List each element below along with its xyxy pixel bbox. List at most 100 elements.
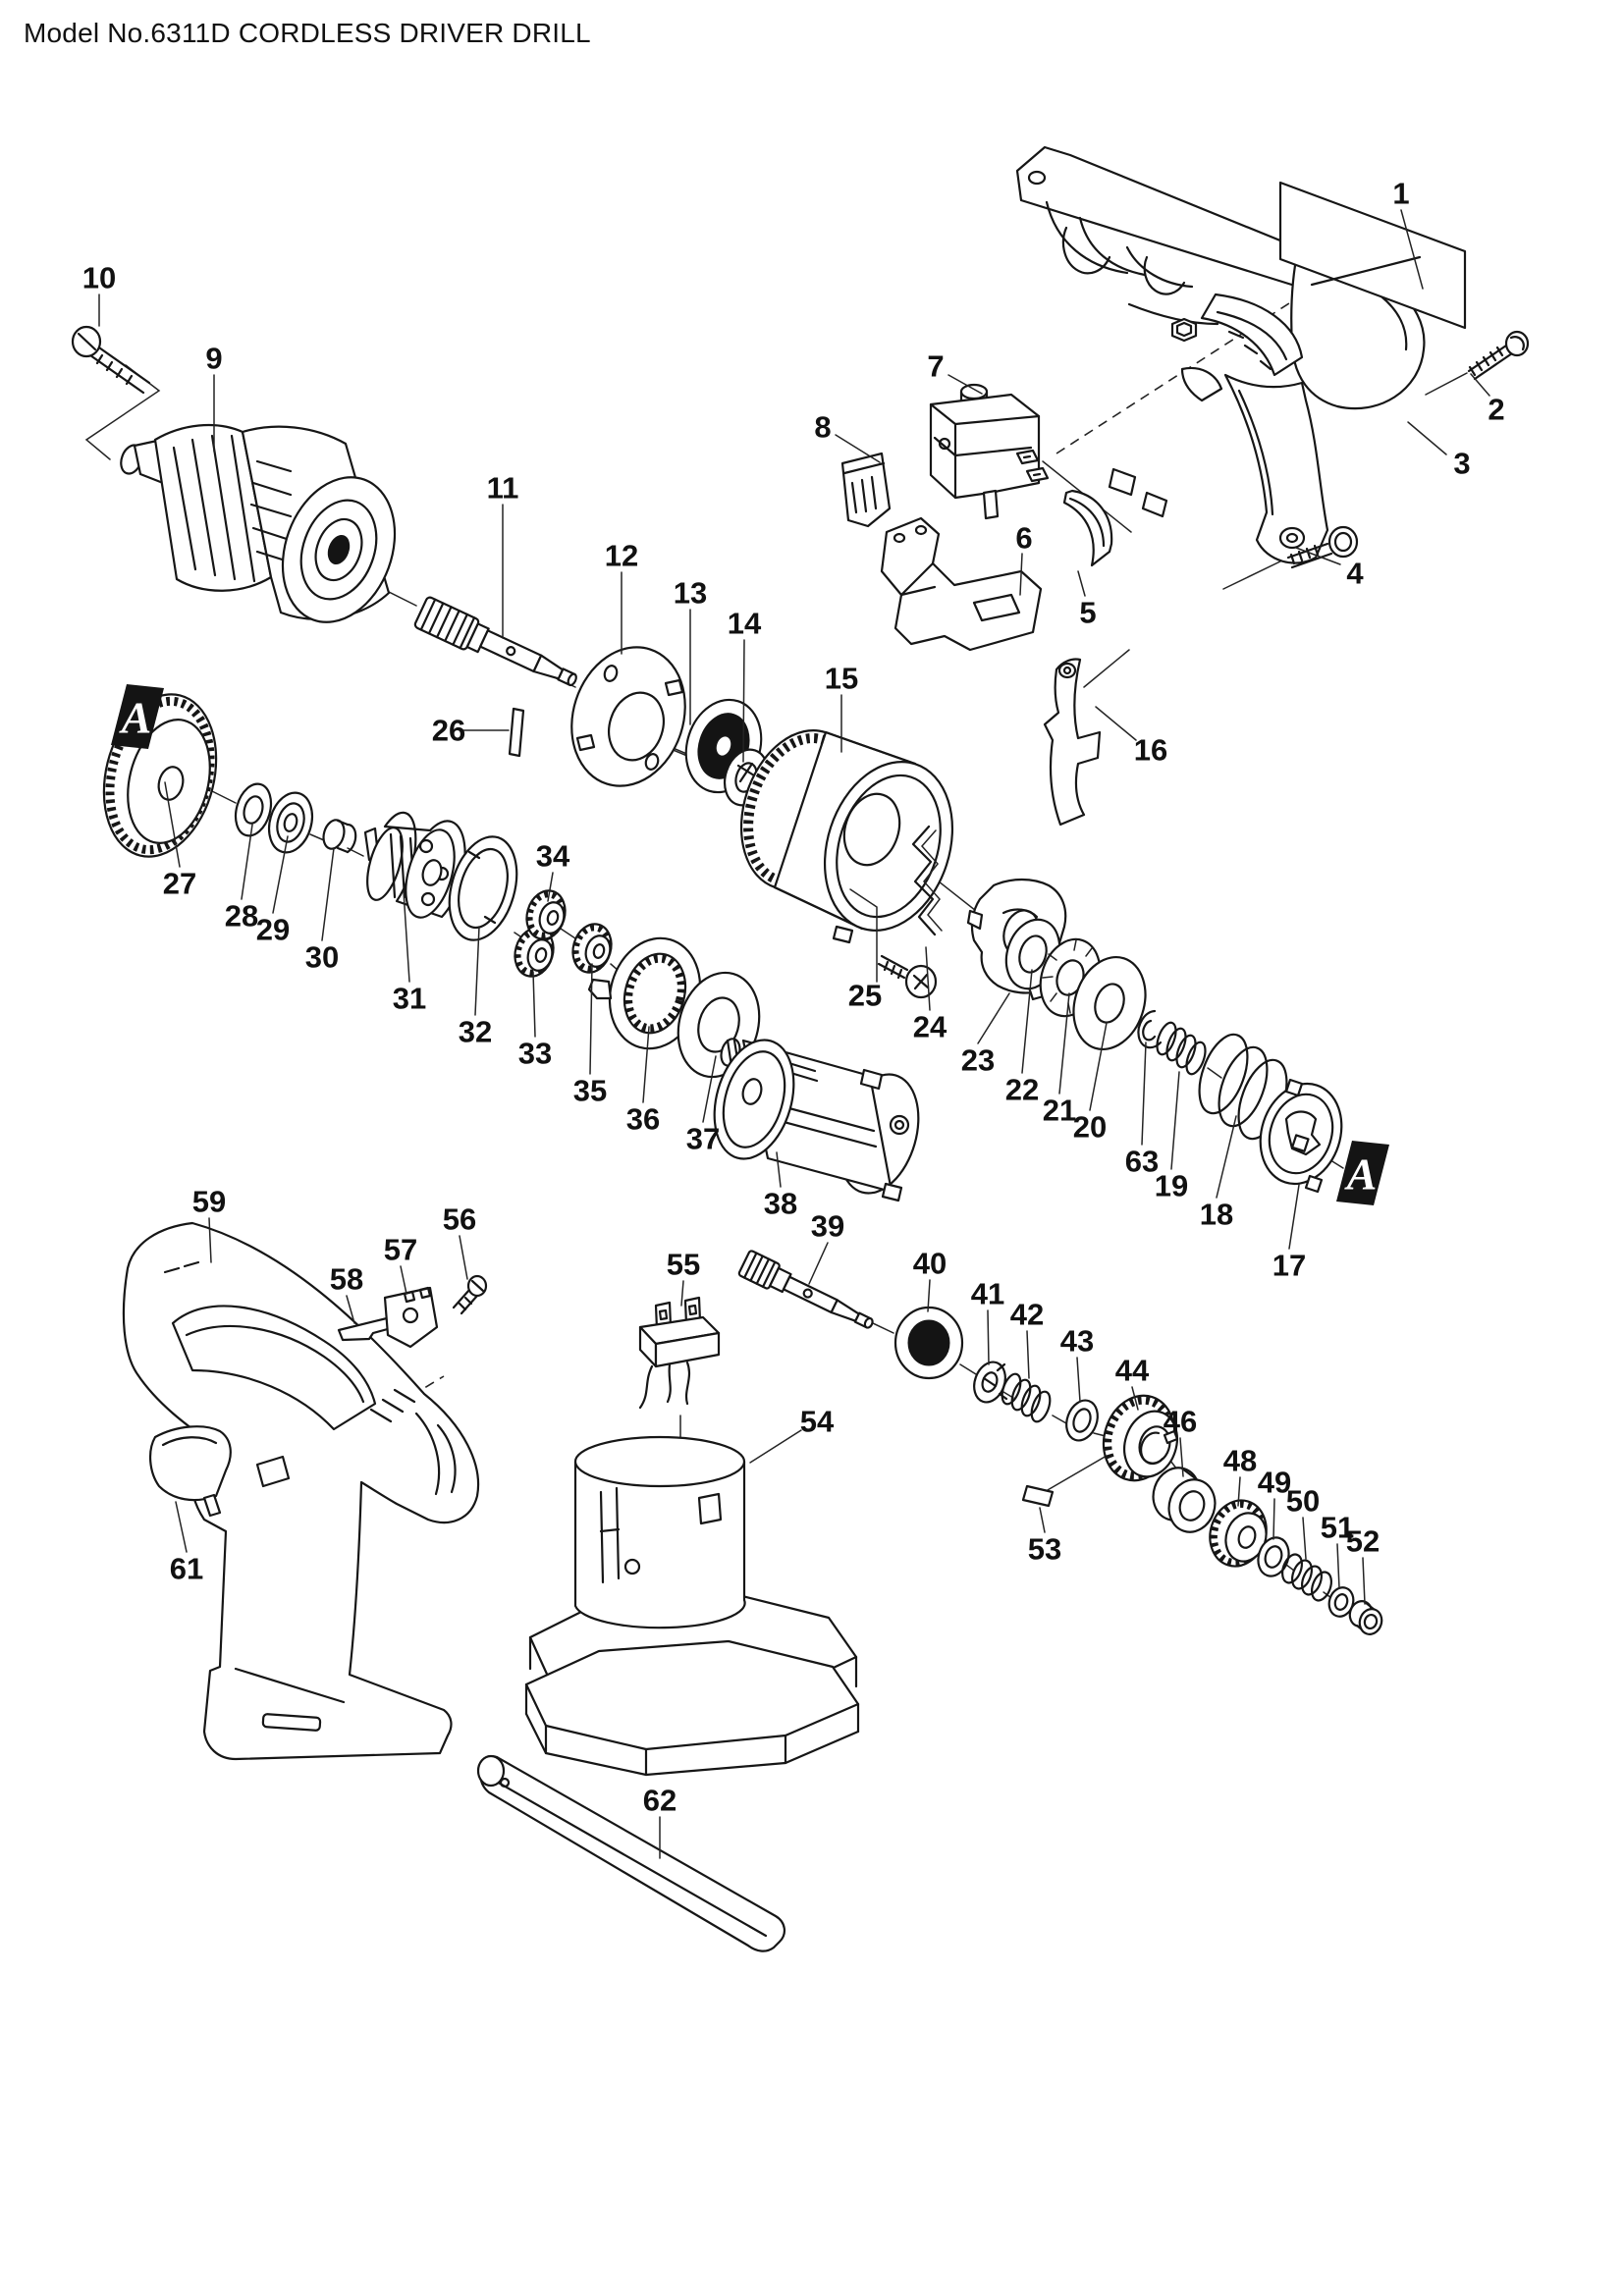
part-57-plate-drawing: [383, 1286, 439, 1349]
part-14-leader-line: [742, 639, 745, 763]
part-51-leader-line: [1336, 1543, 1340, 1589]
part-52-bushing-drawing: [1348, 1600, 1383, 1635]
part-number-46: 46: [1164, 1405, 1197, 1439]
part-38-motor-drawing: [713, 1038, 920, 1202]
part-33-leader-line: [532, 971, 536, 1038]
section-markers: AA: [111, 684, 1389, 1205]
page-title: Model No.6311D CORDLESS DRIVER DRILL: [24, 18, 591, 48]
part-53-key-drawing: [1021, 1484, 1055, 1508]
part-30-leader-line: [321, 847, 335, 941]
part-24-lock-spring-drawing: [911, 825, 943, 936]
part-22-leader-line: [1021, 969, 1033, 1074]
part-43-leader-line: [1076, 1357, 1081, 1403]
part-number-7: 7: [927, 349, 944, 384]
part-56-leader-line: [459, 1235, 468, 1280]
part-20-flat-washer-drawing: [1072, 955, 1147, 1051]
part-11-spindle-drawing: [413, 596, 577, 687]
part-number-9: 9: [205, 342, 222, 376]
part-63-leader-line: [1141, 1041, 1147, 1146]
part-55-leader-line: [680, 1280, 684, 1307]
part-number-8: 8: [814, 410, 831, 445]
section-marker-right-box: [1336, 1141, 1389, 1205]
part-25-leader-line: [849, 888, 878, 983]
part-19-leader-line: [1170, 1071, 1180, 1170]
part-42-spring-drawing: [1001, 1372, 1052, 1423]
part-44-gear-drawing: [1102, 1394, 1179, 1482]
part-number-4: 4: [1346, 557, 1364, 591]
part-number-29: 29: [256, 913, 290, 947]
part-34-leader-line: [547, 872, 554, 902]
part-number-36: 36: [626, 1102, 660, 1137]
part-number-63: 63: [1125, 1145, 1159, 1179]
part-number-20: 20: [1073, 1110, 1107, 1145]
part-number-10: 10: [82, 261, 116, 295]
part-36-leader-line: [642, 1026, 650, 1103]
part-number-1: 1: [1392, 177, 1409, 211]
part-8-switch-button-drawing: [840, 452, 892, 528]
section-marker-left-box: [111, 684, 164, 749]
part-number-2: 2: [1488, 393, 1504, 427]
part-number-39: 39: [811, 1209, 844, 1244]
part-18-leader-line: [1216, 1115, 1237, 1199]
part-31-leader-line: [403, 890, 410, 983]
part-number-35: 35: [573, 1074, 607, 1108]
part-1-nameplate-drawing: [1278, 181, 1467, 330]
part-number-19: 19: [1155, 1169, 1188, 1203]
part-50-spring-drawing: [1281, 1553, 1332, 1602]
part-23-leader-line: [977, 992, 1010, 1044]
part-number-61: 61: [170, 1552, 203, 1586]
part-8-leader-line: [835, 434, 881, 463]
part-27-gear-drawing: [102, 693, 218, 858]
part-9-chuck-drawing: [120, 423, 397, 623]
part-56-screw-drawing: [452, 1274, 488, 1315]
part-54-leader-line: [749, 1429, 802, 1464]
part-36-internal-gear-ring-drawing: [587, 936, 702, 1050]
part-number-38: 38: [764, 1187, 797, 1221]
part-37-leader-line: [702, 1055, 717, 1123]
part-15-ring-gear-drawing: [739, 729, 954, 944]
part-number-28: 28: [225, 899, 258, 934]
section-marker-right-letter: A: [1344, 1149, 1378, 1200]
part-number-15: 15: [825, 662, 858, 696]
part-number-53: 53: [1028, 1532, 1061, 1567]
part-number-41: 41: [971, 1277, 1004, 1311]
part-2-leader-line: [1470, 373, 1490, 397]
part-42-leader-line: [1026, 1330, 1030, 1379]
part-12-gear-cover-plate-drawing: [570, 646, 686, 787]
part-28-washer-drawing: [234, 782, 273, 837]
part-number-11: 11: [487, 471, 519, 506]
part-29-ball-bearing-drawing: [267, 791, 314, 854]
part-62-strap-drawing: [476, 1754, 785, 1952]
part-32-leader-line: [474, 926, 480, 1016]
part-labels: 1234567891011121314151617181920212223242…: [82, 177, 1505, 1859]
part-28-leader-line: [241, 824, 253, 900]
part-7-switch-drawing: [929, 383, 1050, 520]
part-24-leader-line: [925, 946, 931, 1011]
part-number-42: 42: [1010, 1298, 1044, 1332]
part-2-screw-drawing: [1467, 330, 1530, 381]
section-marker-left-letter: A: [119, 693, 152, 743]
part-number-31: 31: [393, 982, 426, 1016]
part-number-37: 37: [686, 1122, 720, 1156]
part-number-12: 12: [605, 539, 638, 573]
part-59-leader-line: [208, 1217, 212, 1263]
part-number-57: 57: [384, 1233, 417, 1267]
part-63-e-clip-drawing: [1137, 1009, 1163, 1049]
part-34-pinion-gear-drawing: [525, 889, 567, 940]
part-41-e-ring-drawing: [973, 1361, 1008, 1404]
part-number-51: 51: [1321, 1511, 1354, 1545]
part-43-washer-drawing: [1065, 1399, 1099, 1442]
part-44-leader-line: [1131, 1386, 1139, 1411]
part-number-16: 16: [1134, 733, 1167, 768]
part-30-spacer-drawing: [322, 819, 357, 854]
part-number-34: 34: [536, 839, 570, 874]
part-35-leader-line: [589, 963, 593, 1075]
part-number-52: 52: [1346, 1524, 1380, 1559]
part-number-48: 48: [1223, 1444, 1257, 1478]
part-48-leader-line: [1237, 1476, 1241, 1507]
part-38-leader-line: [776, 1151, 782, 1188]
part-number-54: 54: [800, 1405, 835, 1439]
part-number-55: 55: [667, 1248, 700, 1282]
part-41-leader-line: [987, 1309, 990, 1365]
part-number-44: 44: [1115, 1354, 1150, 1388]
